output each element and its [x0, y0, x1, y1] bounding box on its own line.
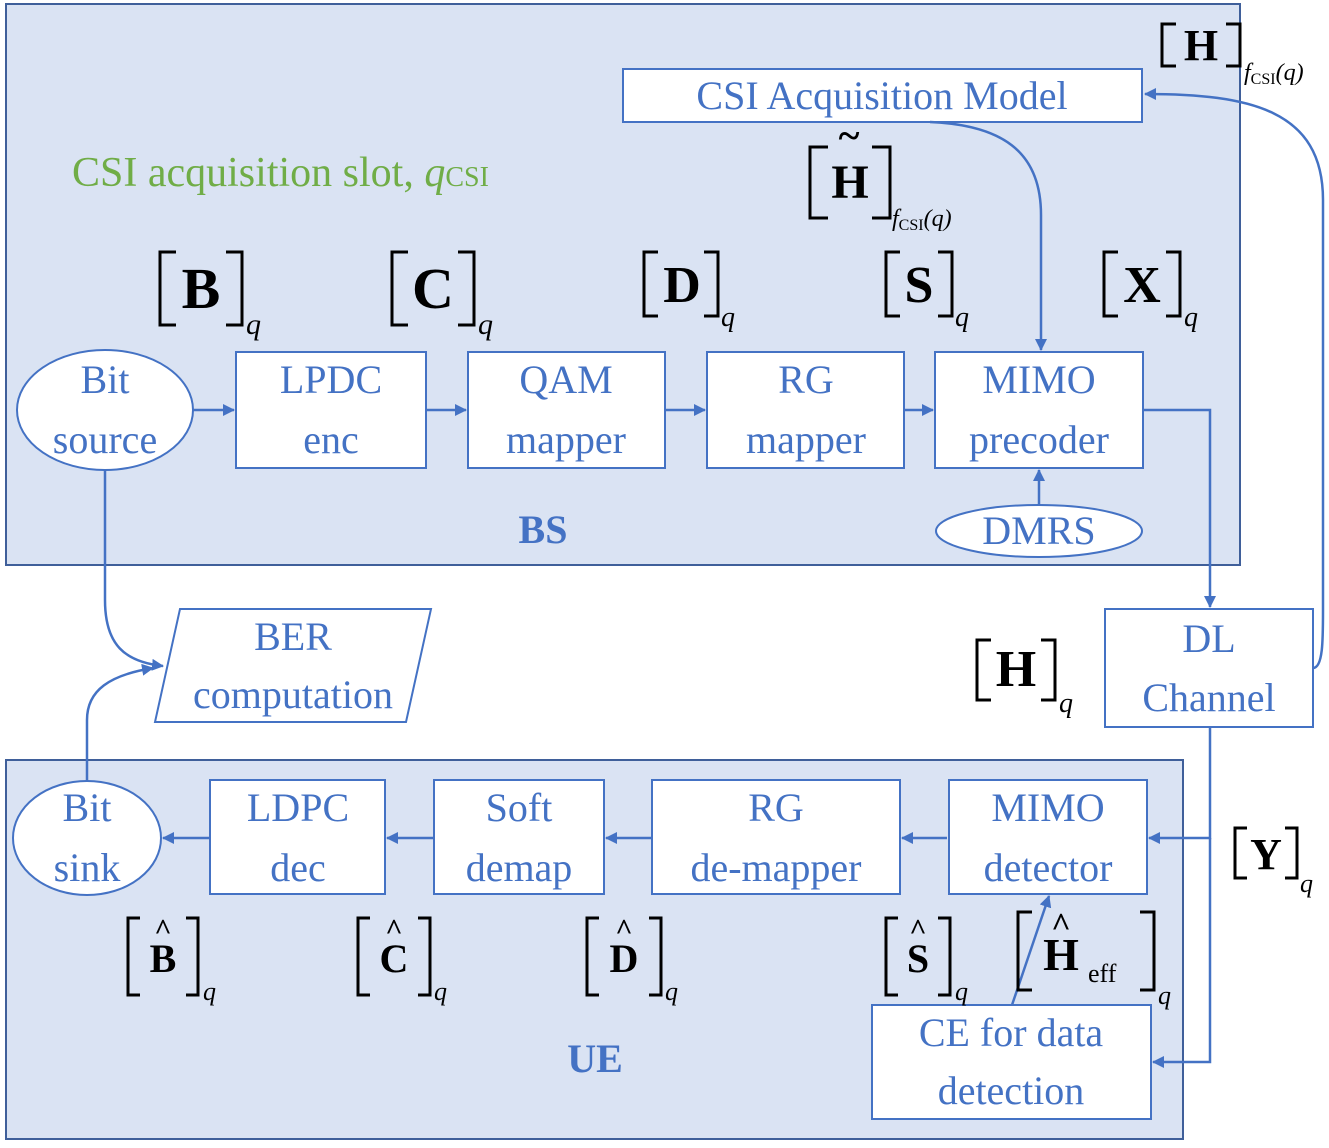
svg-text:B: B — [182, 256, 221, 321]
rg-mapper-label-1: RG — [778, 357, 834, 402]
ue-label: UE — [567, 1036, 623, 1081]
svg-text:q: q — [1184, 302, 1198, 333]
soft-demap-label-1: Soft — [486, 785, 553, 830]
svg-text:^: ^ — [385, 913, 402, 946]
rg-mapper-block — [706, 351, 905, 469]
svg-text:S: S — [907, 936, 929, 981]
ldpc-enc-label-1: LPDC — [280, 357, 382, 402]
ce-block — [871, 1004, 1152, 1120]
arrow-model-to-precoder — [929, 120, 1047, 351]
svg-text:q: q — [1300, 869, 1313, 898]
csi-slot-label: CSI acquisition slot, qCSI — [72, 150, 489, 196]
s-hat-q-symbol: ^ S q — [884, 913, 968, 1006]
svg-text:fCSI(q): fCSI(q) — [892, 206, 952, 234]
arrow-precoder-to-channel — [1143, 408, 1216, 608]
qam-mapper-label-1: QAM — [519, 357, 612, 402]
csi-acquisition-model-block — [622, 68, 1143, 123]
svg-text:X: X — [1123, 257, 1161, 314]
h-tilde-csi-symbol: ~ H fCSI(q) — [808, 113, 952, 234]
rg-demapper-label-2: de-mapper — [690, 845, 861, 890]
dl-channel-label-2: Channel — [1142, 675, 1275, 720]
svg-text:q: q — [203, 977, 216, 1006]
mimo-detector-block — [948, 779, 1148, 895]
svg-text:eff: eff — [1088, 959, 1117, 988]
arrow-channel-to-ce — [1152, 838, 1212, 1068]
mimo-detector-label-2: detector — [984, 845, 1113, 890]
dmrs-label: DMRS — [982, 508, 1095, 553]
c-q-symbol: C q — [390, 250, 493, 341]
y-q-symbol: Y q — [1233, 826, 1313, 898]
ldpc-dec-label-2: dec — [270, 845, 326, 890]
ber-computation-block — [153, 608, 433, 723]
mimo-precoder-label-2: precoder — [969, 417, 1109, 462]
svg-text:D: D — [663, 257, 701, 314]
rg-demapper-block — [651, 779, 901, 895]
bit-source-label-1: Bit — [81, 357, 130, 402]
mimo-detector-label-1: MIMO — [991, 785, 1104, 830]
d-hat-q-symbol: ^ D q — [585, 913, 678, 1006]
svg-text:q: q — [955, 302, 969, 333]
svg-text:^: ^ — [1051, 907, 1071, 944]
qam-mapper-block — [467, 351, 666, 469]
svg-text:q: q — [246, 308, 261, 341]
svg-text:B: B — [150, 936, 177, 981]
ber-computation-label-1: BER — [254, 614, 332, 659]
svg-text:C: C — [412, 256, 454, 321]
dl-channel-label-1: DL — [1182, 616, 1235, 661]
ber-computation-label-2: computation — [193, 672, 393, 717]
svg-text:H: H — [1043, 929, 1079, 980]
dl-channel-block — [1104, 608, 1314, 728]
c-hat-q-symbol: ^ C q — [356, 913, 447, 1006]
csi-acquisition-model-label: CSI Acquisition Model — [696, 73, 1067, 118]
x-q-symbol: X q — [1102, 250, 1198, 333]
svg-text:H: H — [1184, 21, 1218, 70]
svg-text:fCSI(q): fCSI(q) — [1244, 60, 1304, 88]
mimo-precoder-label-1: MIMO — [982, 357, 1095, 402]
s-q-symbol: S q — [884, 250, 969, 333]
ce-label-1: CE for data — [919, 1010, 1104, 1055]
ldpc-dec-label-1: LDPC — [247, 785, 349, 830]
svg-text:S: S — [905, 257, 934, 314]
svg-text:q: q — [955, 977, 968, 1006]
bit-sink-label-2: sink — [54, 845, 121, 890]
svg-text:q: q — [434, 977, 447, 1006]
rg-demapper-label-1: RG — [748, 785, 804, 830]
soft-demap-block — [433, 779, 605, 895]
mimo-precoder-block — [934, 351, 1144, 469]
svg-text:q: q — [1158, 981, 1171, 1010]
svg-text:D: D — [610, 936, 639, 981]
b-q-symbol: B q — [158, 250, 261, 341]
arrow-channel-to-model — [1144, 88, 1325, 670]
svg-text:q: q — [478, 308, 493, 341]
h-q-symbol: H q — [975, 638, 1073, 719]
svg-text:H: H — [996, 641, 1036, 698]
arrow-sink-to-ber — [85, 663, 154, 781]
rg-mapper-label-2: mapper — [746, 417, 866, 462]
ce-label-2: detection — [938, 1068, 1085, 1113]
svg-text:~: ~ — [839, 113, 860, 158]
d-q-symbol: D q — [642, 250, 735, 333]
svg-text:q: q — [665, 977, 678, 1006]
qam-mapper-label-2: mapper — [506, 417, 626, 462]
svg-text:H: H — [831, 156, 868, 209]
svg-text:q: q — [721, 302, 735, 333]
soft-demap-label-2: demap — [466, 845, 573, 890]
svg-text:^: ^ — [909, 913, 926, 946]
ldpc-enc-block — [235, 351, 427, 469]
h-csi-symbol: H fCSI(q) — [1160, 21, 1304, 88]
bit-sink-label-1: Bit — [63, 785, 112, 830]
h-eff-q-symbol: ^ H eff q — [1016, 907, 1171, 1010]
b-hat-q-symbol: ^ B q — [126, 913, 216, 1006]
svg-text:q: q — [1059, 688, 1073, 719]
ldpc-dec-block — [209, 779, 386, 895]
bs-label: BS — [519, 507, 568, 552]
svg-text:^: ^ — [615, 913, 632, 946]
svg-text:^: ^ — [154, 913, 171, 946]
ldpc-enc-label-2: enc — [303, 417, 359, 462]
bit-source-label-2: source — [53, 417, 157, 462]
svg-text:C: C — [380, 936, 409, 981]
svg-text:Y: Y — [1250, 830, 1282, 879]
